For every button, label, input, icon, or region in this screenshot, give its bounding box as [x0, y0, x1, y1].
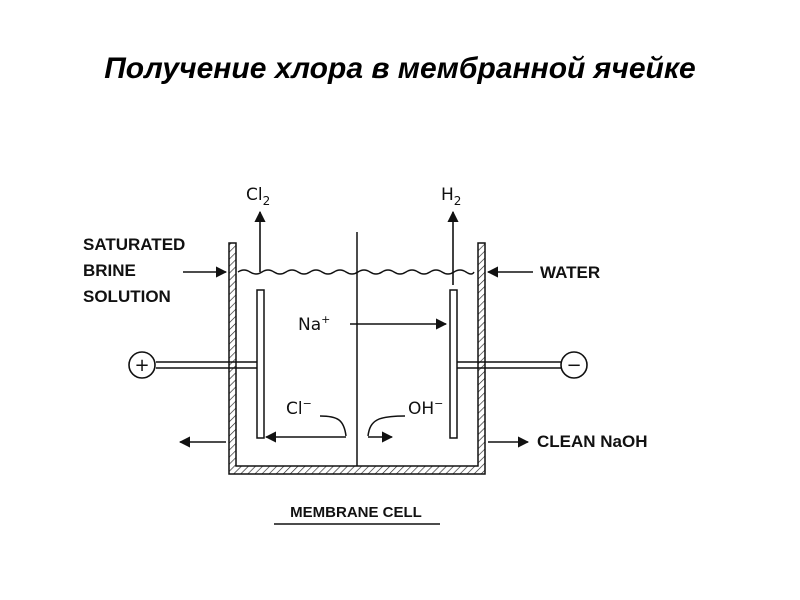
svg-text:+: + [134, 355, 149, 376]
h2-label: H2 [441, 185, 461, 208]
cl-flow-curve [319, 415, 347, 437]
clean-naoh-label: CLEAN NaOH [537, 432, 648, 451]
diagram-caption: MEMBRANE CELL [290, 504, 422, 521]
oh-ion-label: OH− [408, 397, 443, 419]
cathode [449, 289, 562, 439]
brine-label: BRINE [83, 261, 136, 280]
cl2-label: Cl2 [246, 185, 270, 208]
positive-terminal: + [128, 351, 156, 379]
liquid-surface [237, 269, 475, 275]
cl-ion-label: Cl− [286, 397, 312, 419]
na-ion-label: Na+ [298, 313, 330, 335]
water-label: WATER [540, 263, 600, 282]
tank-wall [228, 242, 486, 475]
slide-title: Получение хлора в мембранной ячейке [104, 52, 696, 85]
solution-label: SOLUTION [83, 287, 171, 306]
svg-text:−: − [566, 355, 581, 376]
negative-terminal: − [560, 351, 588, 379]
oh-flow-curve [367, 415, 406, 437]
saturated-label: SATURATED [83, 235, 185, 254]
anode [156, 289, 265, 439]
